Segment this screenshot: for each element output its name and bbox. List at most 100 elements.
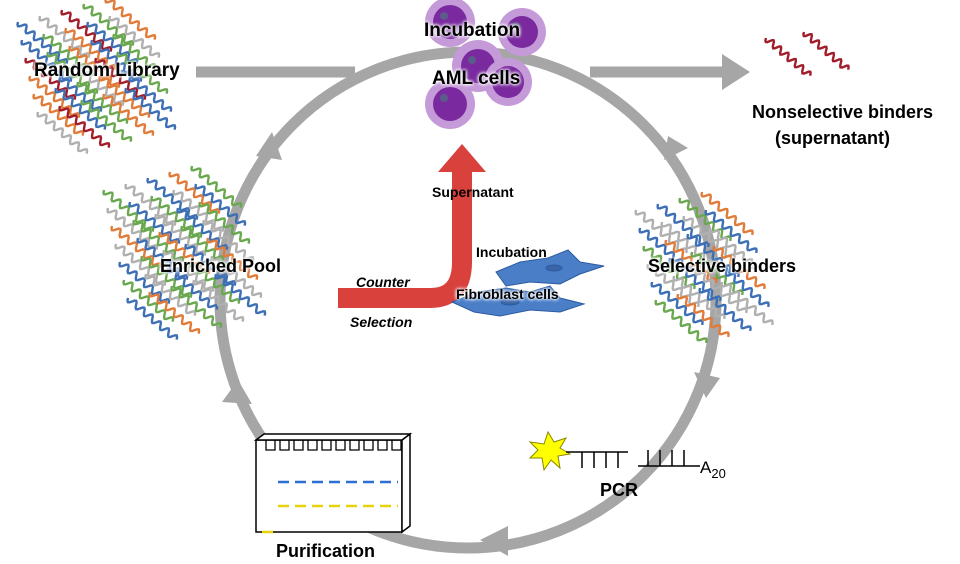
aptamer-strand [64,27,117,70]
aptamer-strand [132,219,185,262]
aptamer-strand [148,291,201,334]
aptamer-strand [672,275,726,320]
aptamer-strand [50,69,103,112]
aptamer-strand [158,231,211,274]
aptamer-strand [32,93,85,136]
aptamer-strand [80,99,133,142]
purification-gel [253,432,413,534]
aml-cells-cluster [425,0,546,129]
pcr-primer-drawing [528,430,700,472]
aptamer-strand [94,57,147,100]
aptamer-strand [118,261,171,304]
aptamer-strand [704,209,758,254]
aptamer-strand [154,213,207,256]
aptamer-strand [126,297,179,340]
gel-well [335,440,346,451]
aptamer-strand [36,111,89,154]
gel-well [293,440,304,451]
aptamer-strand [72,63,125,106]
aptamer-strand [128,201,181,244]
aptamer-strand [112,33,165,76]
aptamer-strand [716,263,770,308]
aptamer-strand [700,191,754,236]
aptamer-strand [20,39,73,82]
fibroblast-cells-label: Fibroblast cells [456,286,559,302]
aptamer-strand [150,195,203,238]
aptamer-strand [42,33,95,76]
aptamer-strand [210,255,263,298]
aptamer-strand [190,165,243,208]
fibroblast-cells [450,249,605,317]
selective-binders-label: Selective binders [648,256,797,276]
aptamer-strand [214,273,267,316]
gel-well [279,440,290,451]
aptamer-strand [104,0,157,40]
aptamer-strand [206,237,259,280]
nonselective-binder-aptamers [764,31,850,76]
aptamer-strand [98,75,151,118]
aptamer-strand [76,81,129,124]
aptamer-strand [122,279,175,322]
aptamer-strand [108,15,161,58]
aptamer-strand [188,261,241,304]
aptamer-strand [184,243,237,286]
purification-label: Purification [276,541,376,561]
aptamer-strand [668,257,722,302]
aptamer-strand [192,279,245,322]
aptamer-strand [194,183,247,226]
aptamer-strand [168,171,221,214]
enriched-pool-label: Enriched Pool [160,256,282,276]
aptamer-strand [678,197,732,242]
aptamer-strand [694,269,748,314]
counter-label: Counter [356,274,410,290]
aptamer-strand [690,251,744,296]
gel-well [321,440,332,451]
fluorophore-star-icon [528,430,572,472]
aml-cell [425,0,475,47]
aptamer-strand [166,267,219,310]
aptamer-strand [28,75,81,118]
aptamer-strand [144,273,197,316]
aptamer-strand [202,219,255,262]
selection-label: Selection [350,314,413,330]
aptamer-strand [712,245,766,290]
aml-cell [425,79,475,129]
aptamer-strand [124,183,177,226]
aptamer-strand [638,227,692,272]
a20-subscript: 20 [711,466,726,481]
aptamer-strand [764,37,812,76]
aptamer-strand [676,293,730,338]
gel-well [377,440,388,451]
aptamer-strand [102,93,155,136]
aptamer-strand [682,215,736,260]
incubation-top-label: Incubation [424,20,521,41]
aptamer-strand [86,21,139,64]
aptamer-strand [136,237,189,280]
a20-base: A [700,458,712,477]
aptamer-strand [82,3,135,46]
aptamer-strand [180,225,233,268]
aptamer-strand [46,51,99,94]
aptamer-strand [24,57,77,100]
gel-well [391,440,402,451]
nonselective-supernatant-label: (supernatant) [775,128,891,148]
pcr-label: PCR [600,480,639,500]
aptamer-strand [16,21,69,64]
aptamer-strand [114,243,167,286]
aptamer-strand [654,299,708,344]
aptamer-strand [708,227,762,272]
aptamer-strand [650,281,704,326]
aml-cells-label: AML cells [432,68,521,89]
a20-label: A20 [700,458,726,481]
gel-well [307,440,318,451]
supernatant-label: Supernatant [432,184,514,200]
aptamer-strand [646,263,700,308]
aptamer-strand [698,287,752,332]
aptamer-strand [146,177,199,220]
aptamer-strand [90,39,143,82]
aptamer-strand [720,281,774,326]
random-library-label: Random Library [34,60,180,81]
aptamer-strand [172,189,225,232]
aptamer-strand [102,189,155,232]
